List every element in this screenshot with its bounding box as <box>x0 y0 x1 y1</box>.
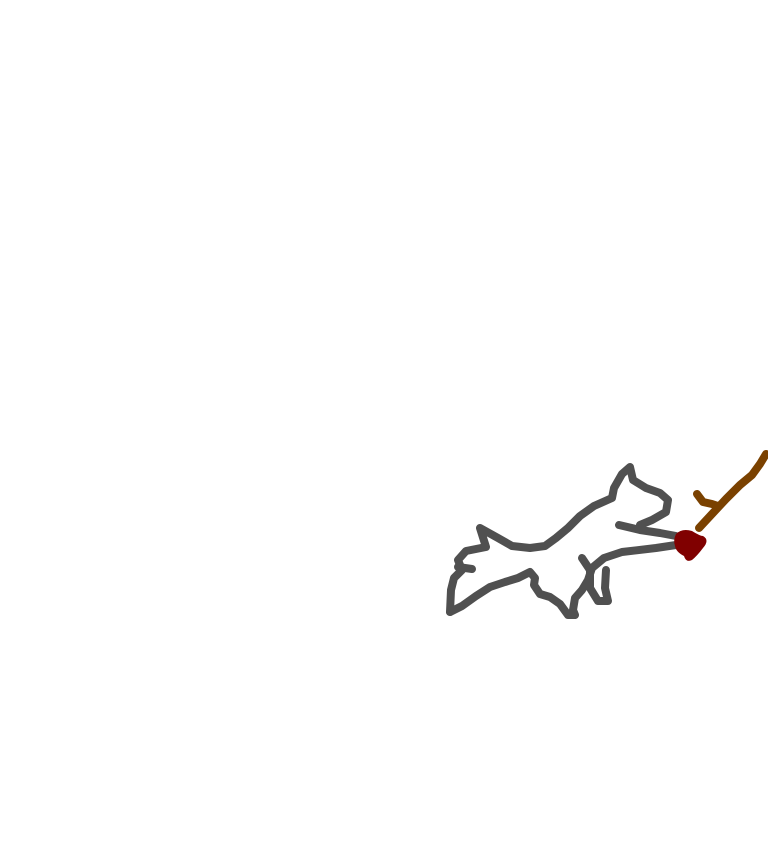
animal-back-and-tail <box>446 463 672 616</box>
branch-twig <box>693 490 722 510</box>
cherry <box>674 530 707 561</box>
branch <box>693 450 768 532</box>
branch-main <box>695 450 768 532</box>
animal-tail-detail <box>454 563 476 573</box>
animal-chest <box>446 541 680 619</box>
squirrel-outline <box>446 463 680 619</box>
animal-arm <box>615 521 680 540</box>
animal-front-leg <box>578 554 612 605</box>
cherry-shape <box>674 530 707 561</box>
